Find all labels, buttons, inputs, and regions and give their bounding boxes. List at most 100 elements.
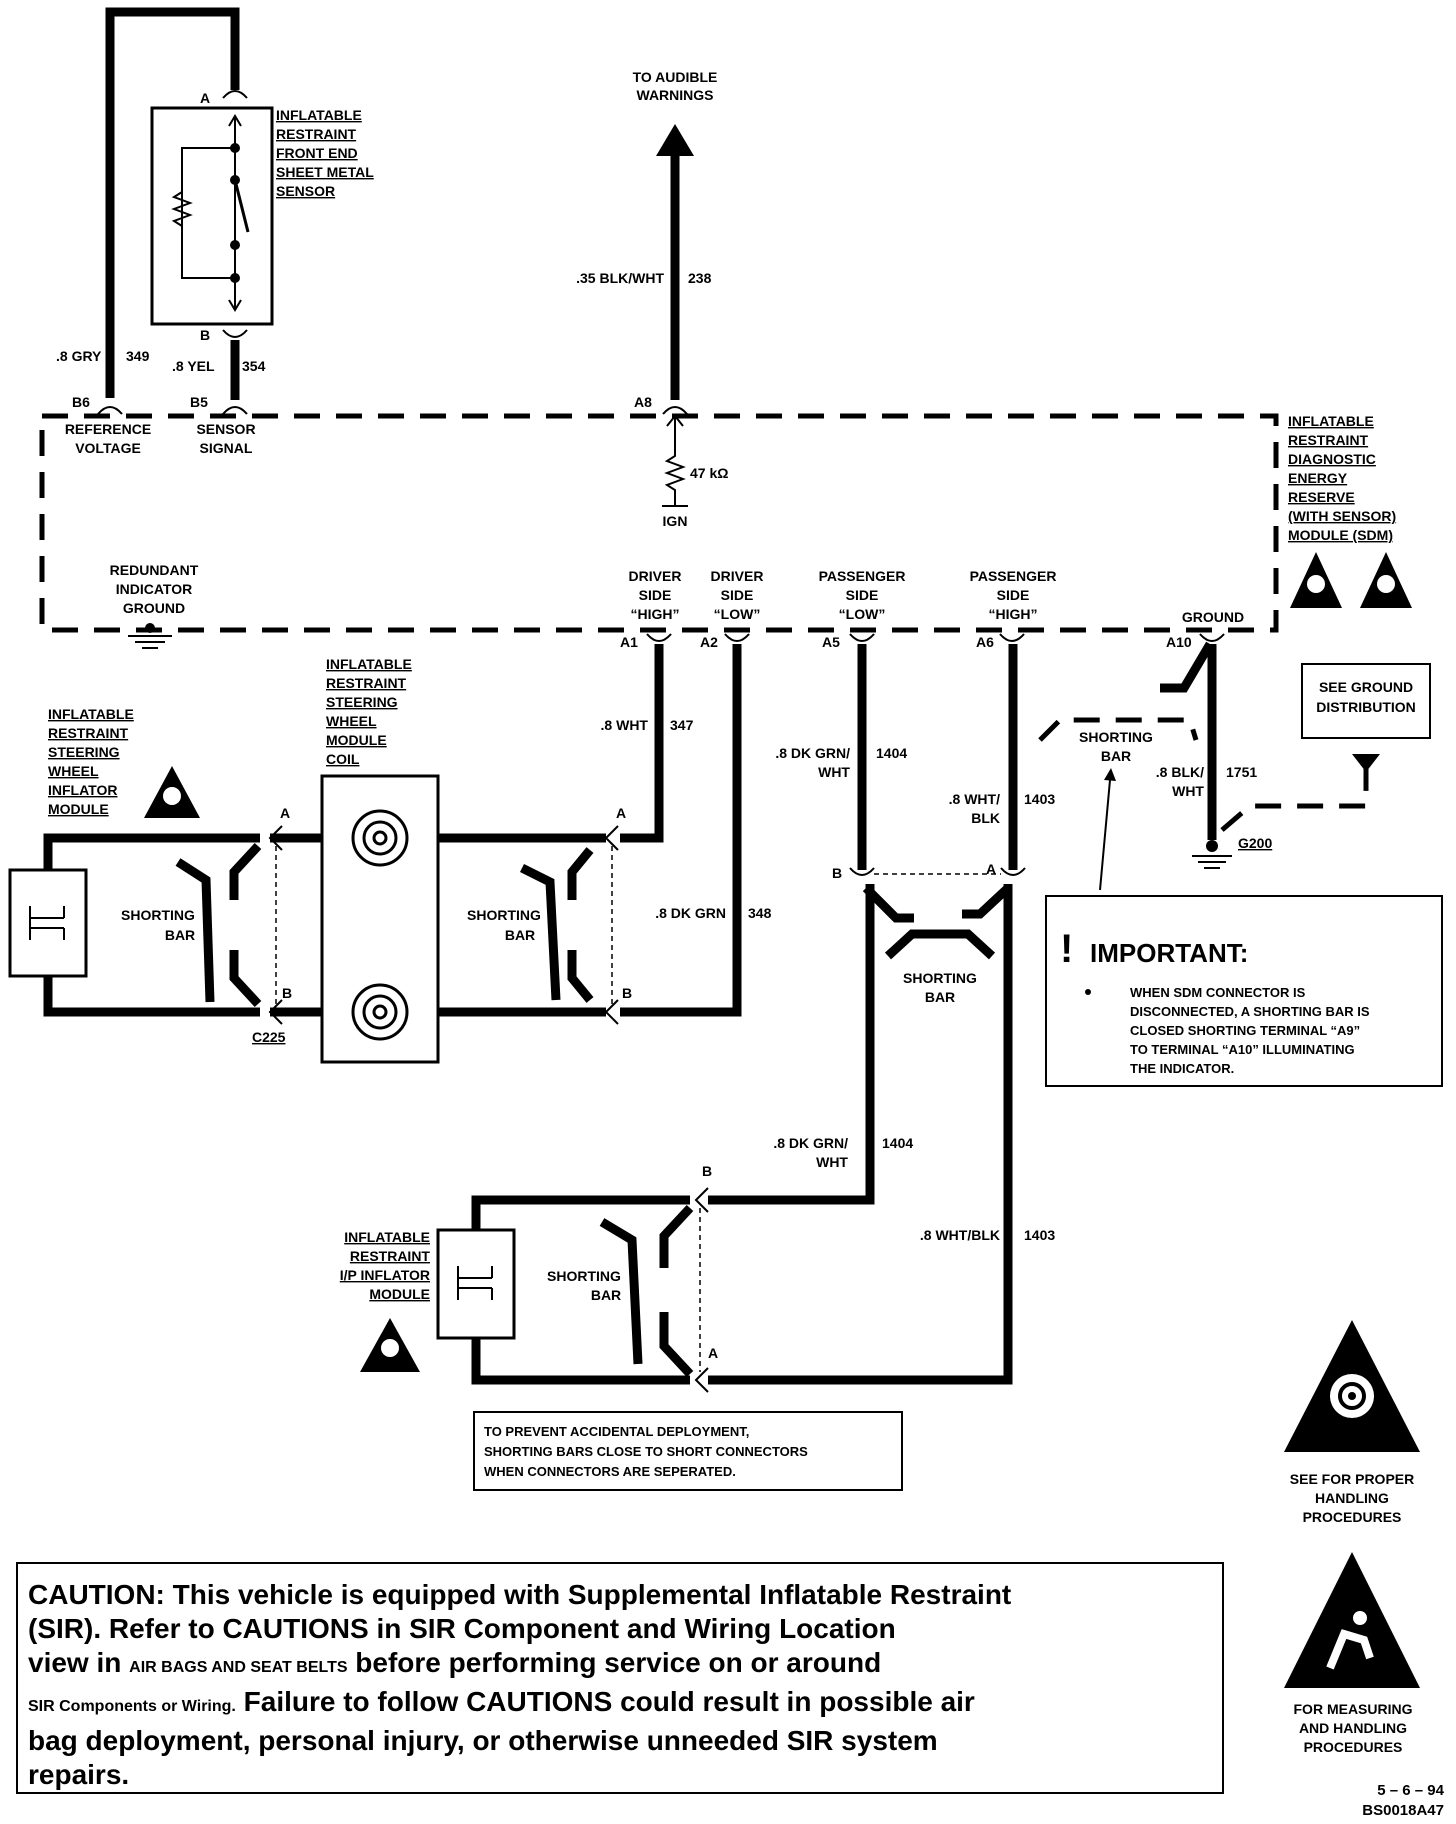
- svg-text:RESTRAINT: RESTRAINT: [326, 675, 407, 691]
- important-box: [1045, 895, 1443, 1087]
- svg-text:I/P INFLATOR: I/P INFLATOR: [340, 1267, 430, 1283]
- svg-text:WHEEL: WHEEL: [326, 713, 377, 729]
- svg-text:INFLATOR: INFLATOR: [48, 782, 117, 798]
- pass-low-3: “LOW”: [839, 606, 886, 622]
- wire-1404-circuit: 1404: [876, 745, 907, 761]
- ground-g200: G200: [1238, 835, 1272, 851]
- svg-text:MODULE: MODULE: [369, 1286, 430, 1302]
- pass-high-3: “HIGH”: [989, 606, 1038, 622]
- wire-1403-color-1: .8 WHT/: [949, 791, 1000, 807]
- wire-1404b-color-1: .8 DK GRN/: [773, 1135, 848, 1151]
- esd-measuring-text: FOR MEASURING AND HANDLING PROCEDURES: [1293, 1701, 1413, 1755]
- front-sensor-line-5: SENSOR: [276, 183, 335, 199]
- svg-text:MODULE: MODULE: [326, 732, 387, 748]
- sensor-signal-1: SENSOR: [196, 421, 255, 437]
- resistor-icon: [662, 414, 688, 507]
- driver-low-2: SIDE: [721, 587, 754, 603]
- front-sensor: INFLATABLE RESTRAINT FRONT END SHEET MET…: [150, 90, 374, 343]
- driver-high-1: DRIVER: [629, 568, 682, 584]
- front-sensor-line-2: RESTRAINT: [276, 126, 357, 142]
- resistor-value: 47 kΩ: [690, 465, 728, 481]
- front-sensor-line-3: FRONT END: [276, 145, 358, 161]
- wire-1404b-color-2: WHT: [816, 1154, 848, 1170]
- wire-348-color: .8 DK GRN: [655, 905, 726, 921]
- caution-line-4: SIR Components or Wiring. Failure to fol…: [28, 1686, 975, 1717]
- svg-text:MODULE: MODULE: [48, 801, 109, 817]
- wire-238-circuit: 238: [688, 270, 712, 286]
- svg-text:ENERGY: ENERGY: [1288, 470, 1348, 486]
- ip-conn-terminal-b: B: [702, 1163, 712, 1179]
- sensor-terminal-b: B: [200, 327, 210, 343]
- wire-1403b-color: .8 WHT/BLK: [920, 1227, 1000, 1243]
- to-audible-line-1: TO AUDIBLE: [633, 69, 718, 85]
- sdm-label: INFLATABLE RESTRAINT DIAGNOSTIC ENERGY R…: [1288, 413, 1396, 543]
- svg-text:RESTRAINT: RESTRAINT: [48, 725, 129, 741]
- wire-348: [620, 644, 742, 1017]
- sdm-shorting-bar: [1038, 717, 1199, 742]
- terminal-b5: B5: [190, 394, 208, 410]
- footer-date: 5 – 6 – 94: [1377, 1782, 1444, 1799]
- wire-354-color: .8 YEL: [172, 358, 215, 374]
- esd-warning-icon: [1290, 552, 1412, 608]
- svg-text:RESTRAINT: RESTRAINT: [350, 1248, 431, 1264]
- shorting-bar-ip-1: SHORTING: [547, 1268, 621, 1284]
- svg-text:COIL: COIL: [326, 751, 360, 767]
- pass-low-1: PASSENGER: [819, 568, 906, 584]
- wire-238-color: .35 BLK/WHT: [576, 270, 664, 286]
- svg-text:RESTRAINT: RESTRAINT: [1288, 432, 1369, 448]
- shorting-bar-sdm-2: BAR: [1101, 748, 1131, 764]
- shorting-bar-coil-left-1: SHORTING: [121, 907, 195, 923]
- reference-voltage-2: VOLTAGE: [75, 440, 141, 456]
- wire-1404-color-2: WHT: [818, 764, 850, 780]
- wire-1403-circuit: 1403: [1024, 791, 1055, 807]
- shorting-bar-coil-right-2: BAR: [505, 927, 535, 943]
- prevent-note-1: TO PREVENT ACCIDENTAL DEPLOYMENT,: [484, 1424, 749, 1439]
- exclamation-icon: !: [1060, 927, 1073, 971]
- ground-label: GROUND: [1182, 609, 1244, 625]
- important-line-3: CLOSED SHORTING TERMINAL “A9”: [1130, 1023, 1360, 1038]
- wire-348-circuit: 348: [748, 905, 772, 921]
- pass-conn-terminal-b: B: [832, 865, 842, 881]
- bullet-icon: [1085, 989, 1091, 995]
- ip-inflator-label: INFLATABLE RESTRAINT I/P INFLATOR MODULE: [340, 1229, 431, 1302]
- see-ground-1: SEE GROUND: [1319, 679, 1413, 695]
- wire-1404-color-1: .8 DK GRN/: [775, 745, 850, 761]
- redundant-ground-3: GROUND: [123, 600, 185, 616]
- shorting-bar-coil-right: [519, 863, 561, 1001]
- shorting-bar-passenger-1: SHORTING: [903, 970, 977, 986]
- esd-handling-1: SEE FOR PROPER: [1290, 1471, 1414, 1487]
- coil-right-terminal-a: A: [616, 805, 626, 821]
- wire-347-circuit: 347: [670, 717, 694, 733]
- shorting-bar-ip: [599, 1218, 643, 1365]
- esd-measuring-icon: [1284, 1552, 1420, 1688]
- svg-text:INFLATABLE: INFLATABLE: [1288, 413, 1374, 429]
- caution-line-6: repairs.: [28, 1759, 130, 1790]
- terminal-b6: B6: [72, 394, 90, 410]
- wire-354-circuit: 354: [242, 358, 266, 374]
- important-line-1: WHEN SDM CONNECTOR IS: [1130, 985, 1306, 1000]
- svg-text:WHEEL: WHEEL: [48, 763, 99, 779]
- connector-c225: C225: [252, 1029, 286, 1045]
- sensor-terminal-a: A: [200, 90, 210, 106]
- caution-line-5: bag deployment, personal injury, or othe…: [28, 1725, 938, 1756]
- front-sensor-line-1: INFLATABLE: [276, 107, 362, 123]
- important-title: IMPORTANT:: [1090, 938, 1248, 968]
- svg-text:INFLATABLE: INFLATABLE: [326, 656, 412, 672]
- terminal-a6: A6: [976, 634, 994, 650]
- esd-warning-icon: [144, 766, 200, 818]
- svg-text:RESERVE: RESERVE: [1288, 489, 1355, 505]
- to-audible-line-2: WARNINGS: [637, 87, 714, 103]
- wire-1403b-circuit: 1403: [1024, 1227, 1055, 1243]
- sdm-box: [39, 413, 1279, 633]
- caution-line-3: view in AIR BAGS AND SEAT BELTS before p…: [28, 1647, 882, 1678]
- prevent-note-box: [473, 1411, 903, 1491]
- pass-high-1: PASSENGER: [970, 568, 1057, 584]
- steering-inflator-module: [8, 868, 88, 978]
- footer-code: BS0018A47: [1362, 1802, 1444, 1819]
- esd-handling-icon: [1284, 1320, 1420, 1452]
- terminal-a2: A2: [700, 634, 718, 650]
- sensor-signal-2: SIGNAL: [200, 440, 253, 456]
- svg-text:MODULE (SDM): MODULE (SDM): [1288, 527, 1393, 543]
- wire-1403-lower: [708, 884, 1013, 1385]
- terminal-a8: A8: [634, 394, 652, 410]
